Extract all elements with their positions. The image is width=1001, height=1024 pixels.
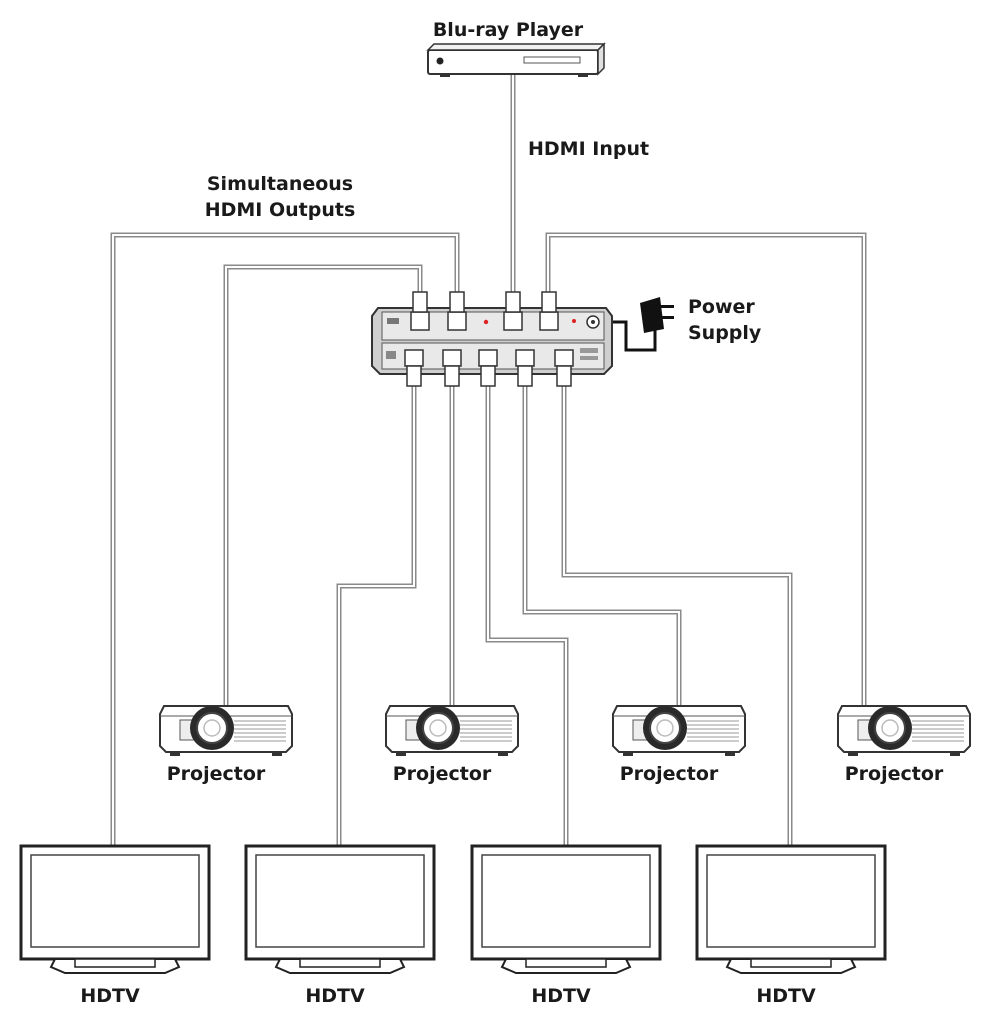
hdtv-icon	[244, 844, 436, 974]
projector-icon	[837, 705, 971, 756]
projector-icon	[612, 705, 746, 756]
hdtv-icon	[470, 844, 662, 974]
projector-label: Projector	[620, 763, 719, 785]
cable-power	[598, 320, 657, 352]
hdtv-icon	[19, 844, 211, 974]
hdtv-label: HDTV	[305, 985, 365, 1007]
power-supply-label-line2: Supply	[688, 322, 762, 344]
cables	[110, 75, 867, 848]
hdmi-input-label: HDMI Input	[528, 138, 649, 160]
blu-ray-player-icon	[426, 42, 606, 77]
projector-label: Projector	[393, 763, 492, 785]
simultaneous-outputs-label-line1: Simultaneous	[207, 173, 353, 195]
projector-label: Projector	[845, 763, 944, 785]
splitter-top-connectors	[412, 291, 557, 313]
simultaneous-outputs-label-line2: HDMI Outputs	[205, 199, 356, 221]
projector-label: Projector	[167, 763, 266, 785]
cable-bottom-out-4	[522, 385, 682, 706]
power-supply-label-line1: Power	[688, 296, 755, 318]
hdtv-icon	[695, 844, 887, 974]
power-adapter-icon	[640, 297, 674, 333]
projectors: Projector Projector Projector Projector	[159, 705, 971, 785]
blu-ray-player-label: Blu-ray Player	[433, 19, 584, 41]
splitter-bottom-ports	[404, 349, 574, 367]
hdtvs: HDTV HDTV HDTV HDTV	[19, 844, 887, 1007]
hdtv-label: HDTV	[756, 985, 816, 1007]
projector-icon	[385, 705, 519, 756]
hdmi-splitter-icon	[371, 291, 613, 387]
splitter-bottom-connectors	[406, 365, 572, 387]
hdtv-label: HDTV	[80, 985, 140, 1007]
projector-icon	[159, 705, 293, 756]
hdtv-label: HDTV	[531, 985, 591, 1007]
splitter-top-ports	[410, 311, 559, 331]
